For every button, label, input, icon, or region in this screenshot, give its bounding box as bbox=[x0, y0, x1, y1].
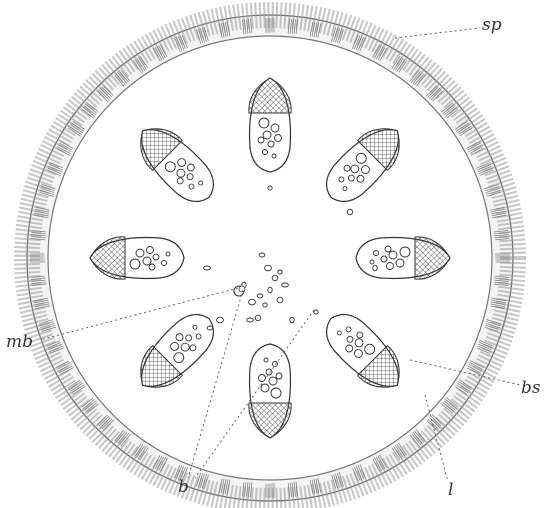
vascular-bundle bbox=[249, 344, 291, 438]
vascular-bundle bbox=[356, 237, 450, 279]
xylem-vessel bbox=[143, 257, 151, 265]
xylem-vessel bbox=[269, 377, 277, 385]
pith-cell bbox=[268, 186, 272, 190]
pith-cell bbox=[347, 209, 353, 215]
xylem-vessel bbox=[266, 369, 272, 375]
pith-cell bbox=[290, 317, 294, 323]
xylem-vessel bbox=[258, 137, 264, 143]
xylem-vessel bbox=[130, 259, 140, 269]
pith-cell bbox=[255, 315, 261, 321]
xylem-vessel bbox=[153, 254, 159, 260]
pith-cell bbox=[314, 310, 318, 314]
pith-cell bbox=[204, 266, 211, 270]
pith-cell bbox=[265, 265, 272, 271]
xylem-vessel bbox=[400, 247, 410, 257]
xylem-vessel bbox=[136, 249, 144, 257]
pith-cell bbox=[249, 299, 256, 305]
xylem-vessel bbox=[261, 384, 269, 392]
xylem-vessel bbox=[381, 256, 387, 262]
xylem-vessel bbox=[263, 131, 271, 139]
pith-cell bbox=[263, 303, 267, 307]
pith-cell bbox=[282, 283, 289, 287]
xylem-vessel bbox=[268, 141, 274, 147]
xylem-vessel bbox=[147, 247, 154, 254]
xylem-vessel bbox=[275, 135, 282, 142]
vascular-bundle bbox=[90, 237, 184, 279]
pith-cell bbox=[257, 294, 263, 298]
label-mb: mb bbox=[6, 332, 33, 352]
pith-cell bbox=[272, 275, 278, 281]
pith-cell bbox=[277, 297, 283, 303]
xylem-vessel bbox=[272, 154, 276, 158]
xylem-vessel bbox=[374, 251, 379, 256]
leader-sp bbox=[395, 28, 480, 38]
pith-cell bbox=[259, 253, 265, 257]
xylem-vessel bbox=[166, 252, 170, 256]
label-l: l bbox=[448, 480, 453, 500]
pith-cell bbox=[207, 326, 213, 330]
xylem-vessel bbox=[264, 358, 268, 362]
pith-cell bbox=[278, 270, 282, 274]
xylem-vessel bbox=[162, 261, 167, 266]
xylem-vessel bbox=[259, 118, 269, 128]
pith-cell bbox=[247, 318, 254, 322]
xylem-vessel bbox=[149, 264, 155, 270]
xylem-vessel bbox=[396, 259, 404, 267]
label-b: b bbox=[178, 477, 189, 497]
xylem-vessel bbox=[389, 251, 397, 259]
label-sp: sp bbox=[482, 15, 502, 35]
xylem-vessel bbox=[385, 246, 391, 252]
pith-cell bbox=[373, 265, 377, 271]
xylem-vessel bbox=[273, 362, 278, 367]
xylem-vessel bbox=[271, 388, 281, 398]
vascular-bundle bbox=[249, 78, 291, 172]
xylem-vessel bbox=[387, 263, 394, 270]
xylem-vessel bbox=[370, 260, 374, 264]
xylem-vessel bbox=[263, 150, 268, 155]
label-bs: bs bbox=[521, 378, 541, 398]
xylem-vessel bbox=[271, 124, 279, 132]
medullary-bundle bbox=[239, 286, 245, 292]
pith-cell bbox=[268, 287, 272, 293]
xylem-vessel bbox=[276, 373, 282, 379]
pith-cell bbox=[217, 317, 224, 323]
